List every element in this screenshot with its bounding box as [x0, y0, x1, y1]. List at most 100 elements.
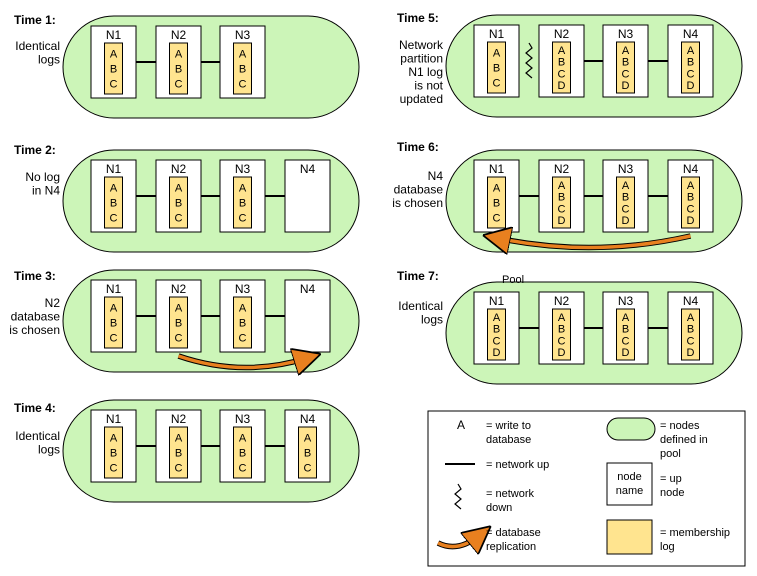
log-entry: A: [110, 303, 118, 315]
legend-pool-text: defined in: [660, 434, 708, 446]
legend-network-up-text: = network up: [486, 459, 549, 471]
node-name: N1: [106, 282, 122, 296]
log-entry: A: [304, 433, 312, 445]
node-name: N4: [683, 162, 699, 176]
log-entry: C: [175, 79, 183, 91]
log-entry: A: [239, 183, 247, 195]
log-entry: C: [687, 335, 695, 347]
panel-label: Time 4:: [14, 401, 56, 415]
membership-log: [681, 308, 700, 361]
membership-log: [552, 41, 571, 94]
legend-pool-text: = nodes: [660, 420, 700, 432]
log-entry: C: [175, 463, 183, 475]
panel-label: Time 2:: [14, 143, 56, 157]
log-entry: B: [493, 63, 500, 75]
node-name: N4: [683, 294, 699, 308]
log-entry: C: [239, 213, 247, 225]
legend-node-box: [606, 462, 653, 506]
node-name: N1: [489, 27, 505, 41]
membership-log: [233, 176, 252, 229]
panel-description-line: N4: [428, 169, 444, 183]
log-entry: A: [493, 312, 501, 324]
node-name: N3: [618, 162, 634, 176]
log-entry: A: [622, 180, 630, 192]
log-entry: C: [622, 203, 630, 215]
log-entry: A: [622, 45, 630, 57]
log-entry: B: [175, 448, 182, 460]
log-entry: A: [687, 312, 695, 324]
log-entry: A: [110, 49, 118, 61]
node-name: N3: [618, 294, 634, 308]
panel-description-line: Identical: [15, 39, 60, 53]
log-entry: B: [558, 324, 565, 336]
panel-description-line: Identical: [398, 299, 443, 313]
membership-log: [681, 41, 700, 94]
panel-label: Time 5:: [397, 11, 439, 25]
legend-write-symbol: A: [457, 418, 465, 432]
log-entry: A: [239, 49, 247, 61]
log-entry: A: [558, 45, 566, 57]
legend-node-name: node: [617, 471, 641, 483]
log-entry: B: [175, 64, 182, 76]
node-n4: N4: [284, 279, 331, 353]
log-entry: B: [110, 448, 117, 460]
legend-write-text: = write to: [486, 420, 531, 432]
log-entry: A: [558, 180, 566, 192]
legend-write-text: database: [486, 434, 531, 446]
node-name: N2: [554, 294, 570, 308]
node-name: N4: [300, 412, 316, 426]
log-entry: C: [304, 463, 312, 475]
membership-log: [681, 176, 700, 229]
panel-description-line: database: [394, 183, 444, 197]
log-entry: B: [304, 448, 311, 460]
membership-log: [104, 176, 123, 229]
legend-pool-text: pool: [660, 448, 681, 460]
node-name: N2: [171, 162, 187, 176]
log-entry: C: [622, 68, 630, 80]
log-entry: C: [558, 335, 566, 347]
panel-description-line: database: [11, 310, 61, 324]
membership-log: [487, 41, 506, 94]
log-entry: C: [622, 335, 630, 347]
log-entry: C: [110, 213, 118, 225]
legend-replication-text: = database: [486, 527, 541, 539]
log-entry: A: [175, 183, 183, 195]
log-entry: B: [558, 192, 565, 204]
node-name: N3: [235, 412, 251, 426]
legend-node-name: name: [616, 485, 644, 497]
log-entry: A: [239, 303, 247, 315]
panel-description-line: partition: [400, 52, 443, 66]
node-name: N2: [554, 27, 570, 41]
membership-log: [552, 176, 571, 229]
log-entry: C: [558, 203, 566, 215]
panel-description-line: logs: [38, 53, 60, 67]
network-down-link: [525, 42, 533, 79]
legend-membership-text: log: [660, 541, 675, 553]
log-entry: A: [687, 180, 695, 192]
membership-log: [104, 42, 123, 95]
log-entry: D: [493, 347, 501, 359]
log-entry: C: [175, 333, 183, 345]
node-name: N3: [235, 162, 251, 176]
node-name: N2: [171, 412, 187, 426]
panel-description-line: logs: [38, 443, 60, 457]
legend-up-node-text: node: [660, 487, 684, 499]
membership-log: [233, 296, 252, 349]
pool-oval: [62, 15, 360, 119]
log-entry: A: [175, 49, 183, 61]
log-entry: B: [110, 318, 117, 330]
log-entry: A: [239, 433, 247, 445]
